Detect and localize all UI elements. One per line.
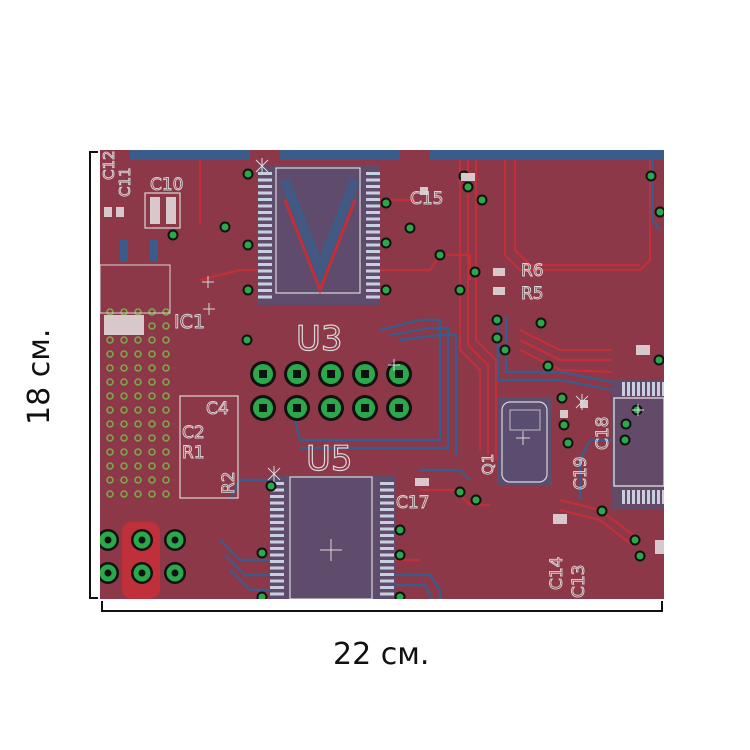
label-c4: C4 xyxy=(206,399,229,419)
pin-header xyxy=(250,361,412,421)
label-c2: C2 xyxy=(182,423,205,443)
label-u3: U3 xyxy=(296,319,343,359)
u3-chip xyxy=(258,165,380,305)
u5-chip xyxy=(270,475,395,599)
pcb-board: U3 U5 IC1 C10 C15 C17 C4 C2 R1 R6 R5 R2 … xyxy=(100,150,664,599)
label-c11: C11 xyxy=(116,167,134,197)
label-c13: C13 xyxy=(569,564,589,598)
label-r1: R1 xyxy=(182,443,205,463)
label-c10: C10 xyxy=(150,175,184,195)
label-u5: U5 xyxy=(306,439,353,479)
label-c14: C14 xyxy=(547,556,567,590)
crystal-q1 xyxy=(497,397,552,485)
smd-parts xyxy=(100,173,664,554)
label-r6: R6 xyxy=(521,261,544,281)
width-dimension xyxy=(101,601,663,612)
bottom-left-connector xyxy=(100,522,186,599)
label-r2: R2 xyxy=(219,471,239,494)
red-traces xyxy=(198,160,652,562)
label-c19: C19 xyxy=(571,456,591,490)
right-qfp-chip xyxy=(612,380,664,510)
silkscreen-marks xyxy=(202,158,644,482)
label-c17: C17 xyxy=(396,493,430,513)
label-c12: C12 xyxy=(100,150,118,180)
label-c15: C15 xyxy=(410,189,444,209)
label-ic1: IC1 xyxy=(174,311,205,333)
label-c18: C18 xyxy=(593,416,613,450)
label-q1: Q1 xyxy=(479,454,497,475)
silkscreen-labels: U3 U5 IC1 C10 C15 C17 C4 C2 R1 R6 R5 R2 … xyxy=(100,150,613,598)
blue-traces xyxy=(219,160,661,599)
height-label: 18 см. xyxy=(22,328,57,425)
top-edge-pads xyxy=(130,150,664,160)
height-dimension xyxy=(89,151,98,599)
label-r5: R5 xyxy=(521,284,544,304)
width-label: 22 см. xyxy=(333,637,430,672)
